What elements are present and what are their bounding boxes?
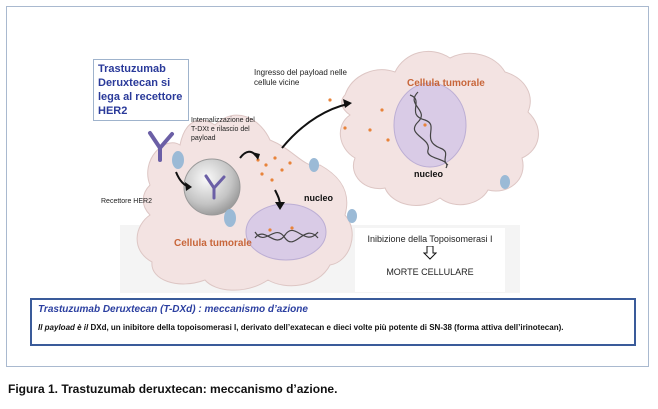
mechanism-diagram — [120, 50, 539, 293]
receptor-icons — [172, 151, 510, 227]
topo-inhibition-text: Inibizione della Topoisomerasi I — [367, 234, 493, 244]
nucleus-right — [393, 82, 467, 168]
down-arrow-icon — [422, 245, 438, 260]
her2-binding-box: Trastuzumab Deruxtecan si lega al recett… — [93, 59, 189, 121]
nucleus-right-label: nucleo — [414, 169, 444, 179]
payload-entry-label: Ingresso del payload nelle cellule vicin… — [254, 68, 347, 87]
internalization-label: Internalizzazione del T-DXt e rilascio d… — [191, 117, 255, 142]
tumor-cell-left-label: Cellula tumorale — [174, 238, 252, 249]
payload-intro: Il payload è il — [38, 323, 89, 332]
dna-right — [409, 91, 449, 169]
topoisomerase-box: Inibizione della Topoisomerasi I MORTE C… — [355, 228, 505, 292]
description-box: Trastuzumab Deruxtecan (T-DXd) : meccani… — [30, 298, 636, 346]
nucleus-left — [245, 203, 327, 261]
arrowheads — [185, 99, 352, 210]
figure-caption: Figura 1. Trastuzumab deruxtecan: meccan… — [8, 382, 338, 396]
tumor-cell-right-label: Cellula tumorale — [407, 78, 485, 89]
cell-death-text: MORTE CELLULARE — [386, 267, 474, 277]
her2-receptor-label: Recettore HER2 — [101, 198, 152, 205]
antibody-icon — [148, 131, 174, 162]
antibody-endosome-icon — [204, 174, 226, 200]
payload-dots — [256, 98, 427, 232]
description-title: Trastuzumab Deruxtecan (T-DXd) : meccani… — [38, 304, 308, 315]
dna-left — [254, 229, 319, 243]
nucleus-left-label: nucleo — [304, 193, 334, 203]
payload-text: DXd, un inibitore della topoisomerasi I,… — [88, 323, 564, 332]
description-text: Il payload è il DXd, un inibitore della … — [38, 323, 628, 332]
